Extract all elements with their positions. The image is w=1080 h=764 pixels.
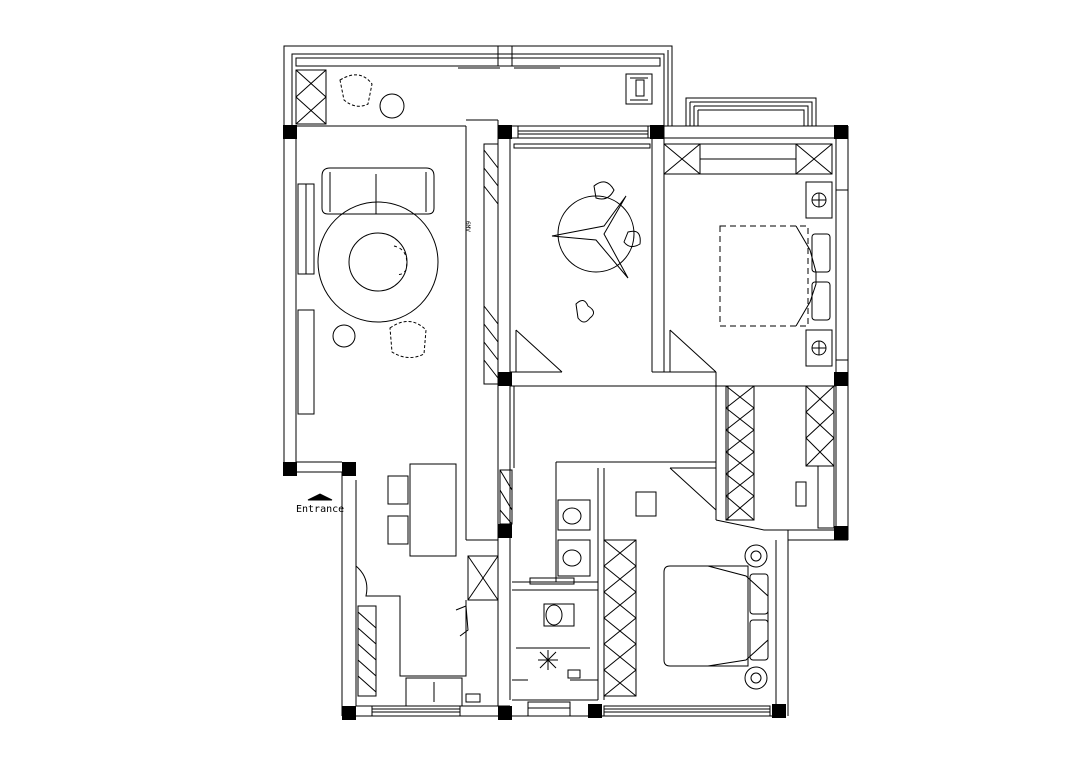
- interior-walls: [465, 119, 836, 706]
- bathroom-fixtures: [516, 499, 591, 679]
- dining-kitchen: [355, 463, 481, 707]
- cabinets: [295, 69, 835, 697]
- master-bedroom-furniture: [719, 181, 835, 529]
- wardrobe-label: 6MV: [464, 221, 471, 232]
- entrance-label: Entrance: [296, 504, 345, 515]
- entrance-arrow: [307, 493, 333, 501]
- bedroom-balcony: [685, 97, 817, 127]
- structural-columns: [283, 125, 848, 720]
- windows: [371, 125, 849, 717]
- living-balcony: [283, 45, 673, 127]
- living-room-furniture: [297, 73, 653, 415]
- second-bedroom-furniture: [635, 467, 769, 690]
- study-furniture: [513, 143, 717, 373]
